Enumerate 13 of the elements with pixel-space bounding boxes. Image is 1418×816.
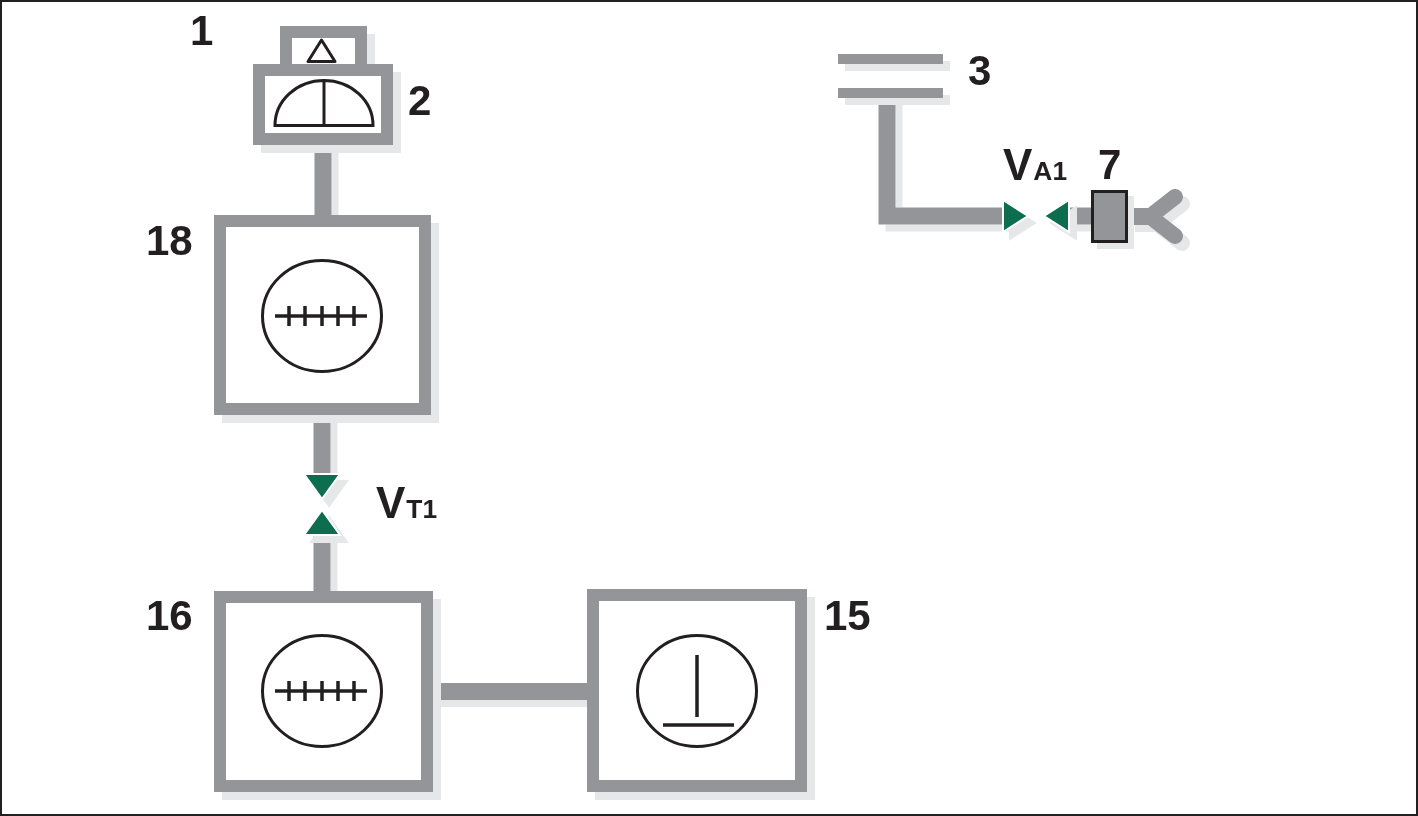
double-bar-symbol (838, 54, 943, 98)
callout-number: 2 (408, 80, 432, 122)
callout-number: 1 (190, 10, 214, 52)
valve-symbol (1002, 199, 1070, 233)
callout-number: 3 (968, 50, 992, 92)
pipe (878, 98, 1002, 225)
pipe (313, 536, 331, 591)
callout-number: 18 (146, 220, 193, 262)
callout-number: 7 (1098, 144, 1122, 186)
pipe (1070, 207, 1091, 225)
callout-number: 15 (824, 595, 871, 637)
callout-number: 16 (146, 595, 193, 637)
valve-symbol (303, 473, 341, 536)
